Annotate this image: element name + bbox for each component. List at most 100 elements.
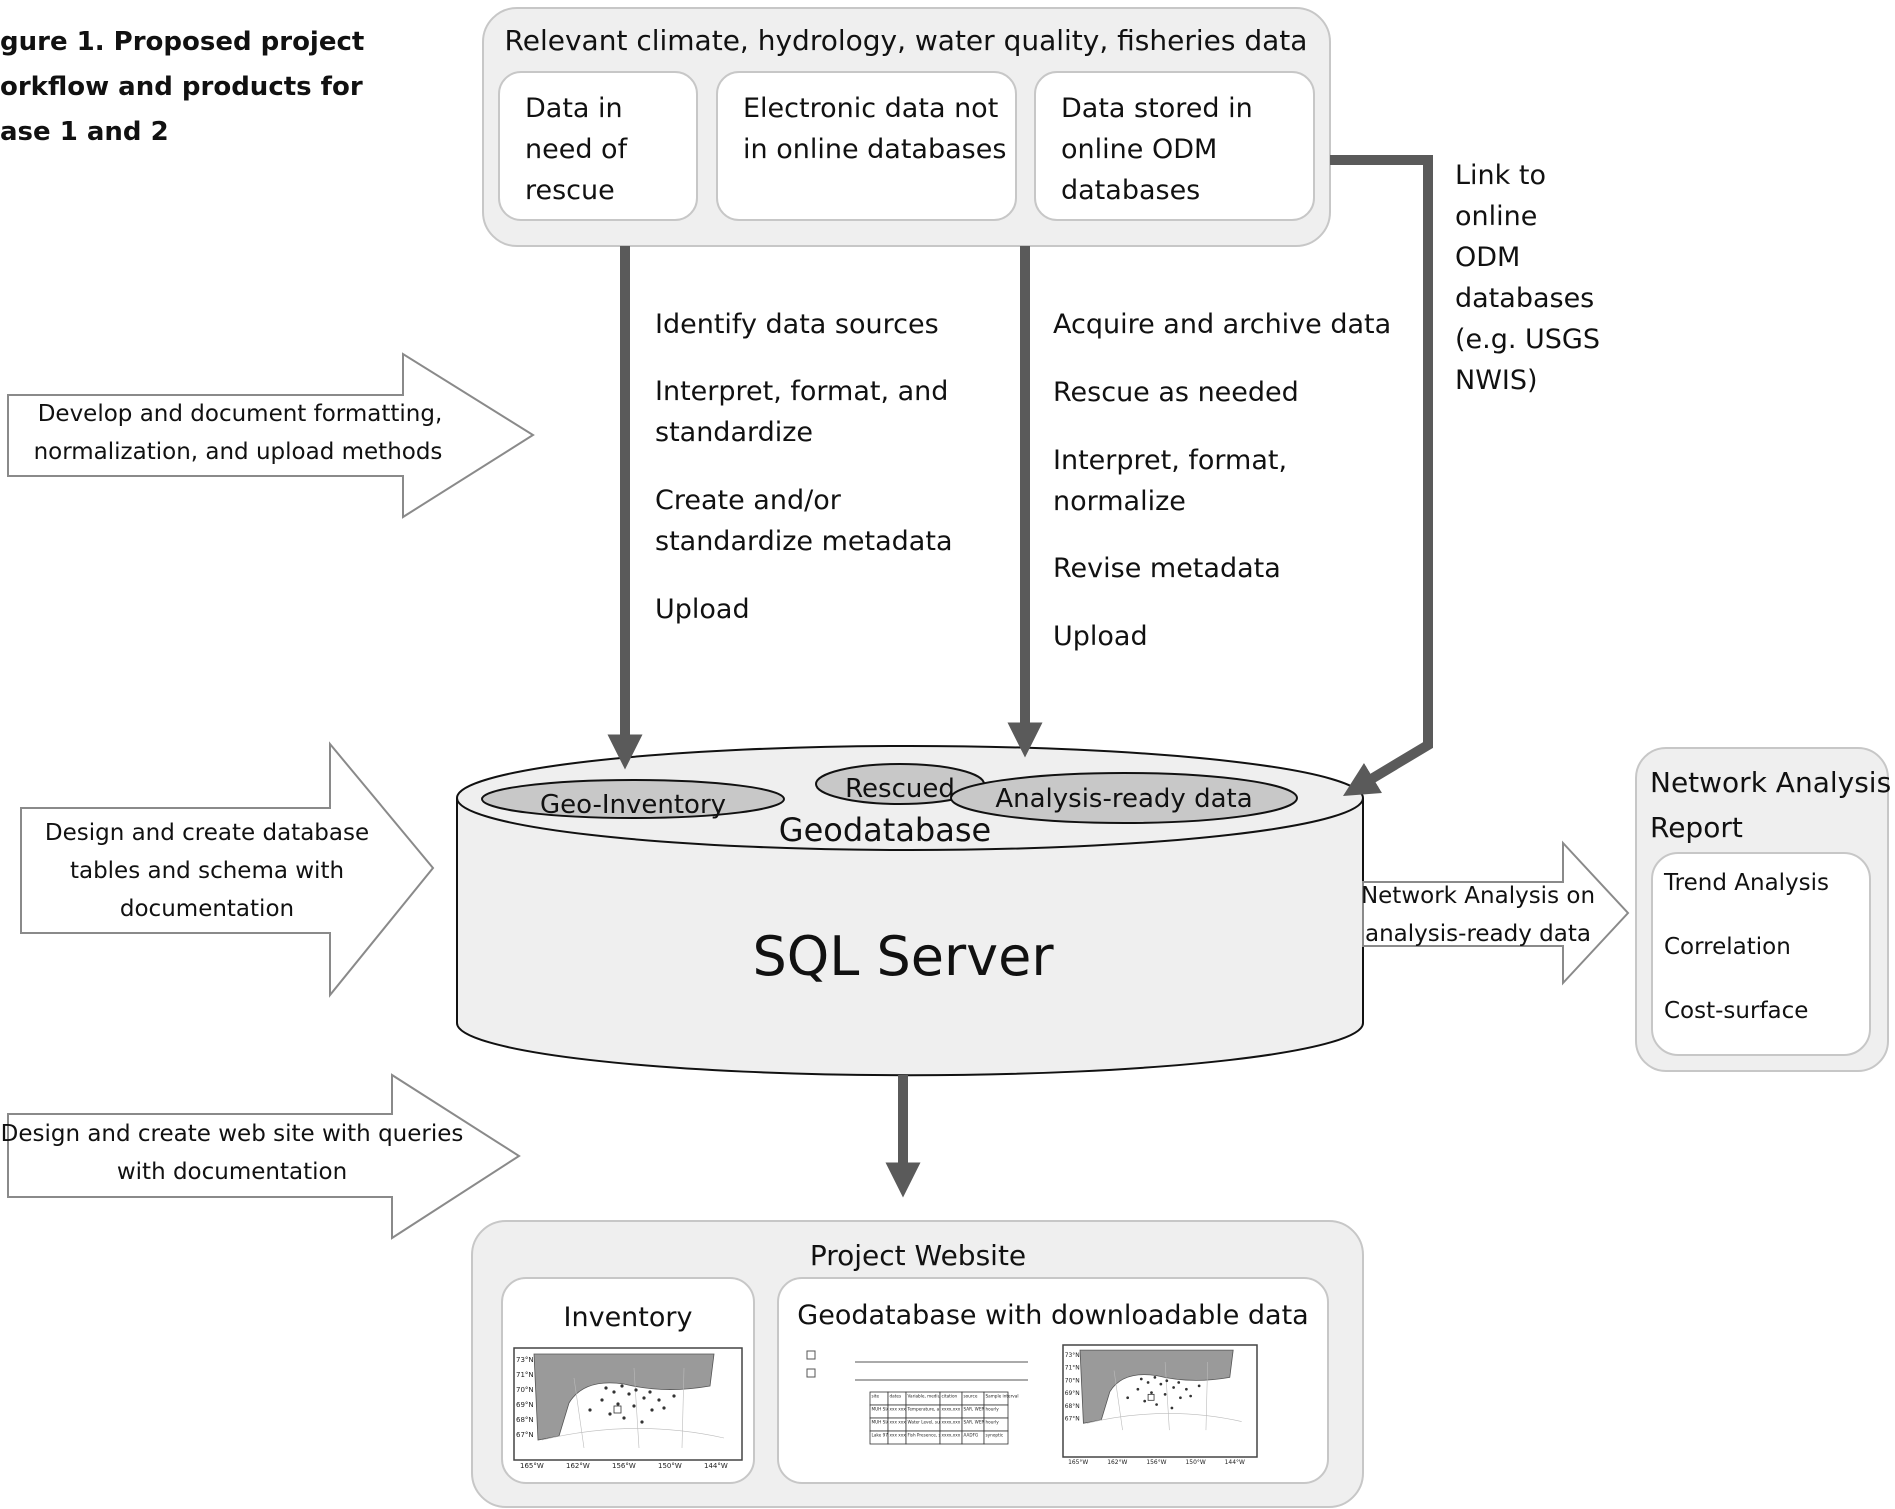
data-sources-title: Relevant climate, hydrology, water quali… xyxy=(505,24,1308,57)
table-preview-cell-text: citation xyxy=(942,1394,958,1399)
network-report-items-box xyxy=(1651,852,1871,1056)
report-item-cost-surface: Cost-surface xyxy=(1664,998,1808,1024)
link-label-line-1: Link to xyxy=(1455,160,1546,191)
link-label-line-4: databases xyxy=(1455,283,1594,314)
inventory-map-site-dot xyxy=(634,1388,638,1392)
inventory-map-site-dot xyxy=(608,1412,612,1416)
inventory-map-lat-label: 73°N xyxy=(516,1356,534,1364)
inventory-map-site-dot xyxy=(657,1398,661,1402)
checkbox-icon xyxy=(806,1368,816,1378)
side-arrow-database-line-1: Design and create database xyxy=(45,820,369,846)
side-arrow-methods: Develop and document formatting, normali… xyxy=(7,352,535,519)
table-preview-cell-text: Sample interval xyxy=(986,1394,1019,1399)
caption-line-2: orkflow and products for xyxy=(0,72,363,102)
step-left-2-line-1: Interpret, format, and xyxy=(655,376,948,407)
link-label-line-3: ODM xyxy=(1455,242,1520,273)
table-preview-cell-text: site xyxy=(872,1394,880,1399)
inventory-map-site-dot xyxy=(632,1404,636,1408)
side-arrow-website-shape xyxy=(7,1073,521,1240)
table-preview-cell-text: hourly xyxy=(986,1420,1000,1425)
inventory-map-site-dot xyxy=(672,1394,676,1398)
form-preview xyxy=(806,1350,1028,1381)
network-report-panel: Network Analysis Report Trend Analysis C… xyxy=(1635,747,1891,1072)
network-arrow-shape xyxy=(1362,840,1630,986)
step-right-5: Upload xyxy=(1053,621,1148,652)
inventory-map-land xyxy=(533,1353,715,1441)
side-arrow-website-line-2: with documentation xyxy=(117,1159,347,1185)
inventory-map-site-dot xyxy=(622,1416,626,1420)
steps-left: Identify data sources Interpret, format,… xyxy=(655,309,953,625)
table-preview-cell-text: MUH SIAB xyxy=(872,1407,893,1412)
download-map-lat-label: 73°N xyxy=(1065,1352,1080,1359)
download-map-site-dot xyxy=(1146,1381,1150,1384)
step-left-1: Identify data sources xyxy=(655,309,939,340)
download-map-site-dot xyxy=(1150,1391,1153,1395)
source-box-rescue xyxy=(498,71,698,221)
side-arrow-website: Design and create web site with queries … xyxy=(1,1073,521,1240)
table-preview-cell-text: Variable, medium xyxy=(908,1394,945,1399)
geodatabase-download-label: Geodatabase with downloadable data xyxy=(797,1300,1308,1331)
network-arrow-line-2: analysis-ready data xyxy=(1365,921,1591,947)
download-map-site-dot xyxy=(1197,1384,1201,1388)
side-arrow-methods-shape xyxy=(7,352,535,519)
inventory-map-site-dot xyxy=(642,1396,646,1400)
network-arrow-line-1: Network Analysis on xyxy=(1361,883,1595,909)
inventory-map-graticule xyxy=(541,1367,725,1449)
table-preview-cell-text: Lake 9715 xyxy=(872,1433,894,1438)
download-map-site-dot xyxy=(1136,1387,1140,1391)
table-preview-cell-text: xxxx,xxx xxxxxx xyxy=(942,1407,977,1412)
table-preview-cell-text: Water Level, surface water xyxy=(908,1420,964,1425)
network-report-title-line-1: Network Analysis xyxy=(1650,766,1891,799)
data-sources-panel: Relevant climate, hydrology, water quali… xyxy=(482,7,1331,247)
download-map-lat-label: 71°N xyxy=(1065,1365,1080,1372)
inventory-map-site-dot xyxy=(612,1390,616,1394)
table-preview-cell-text: xxx xxx xyxy=(890,1407,907,1412)
download-map-lon-label: 165°W xyxy=(1068,1459,1088,1466)
download-map-lon-label: 162°W xyxy=(1107,1459,1127,1466)
inventory-map-lat-label: 71°N xyxy=(516,1371,534,1379)
table-preview-cell-text: hourly xyxy=(986,1407,1000,1412)
source-box-rescue-line-3: rescue xyxy=(525,175,615,206)
inventory-map-lon-label: 162°W xyxy=(566,1462,590,1470)
inventory-map-lat-label: 70°N xyxy=(516,1386,534,1394)
side-arrow-database-shape xyxy=(20,741,435,998)
step-left-2-line-2: standardize xyxy=(655,417,813,448)
inventory-map-station-marker xyxy=(613,1405,622,1414)
link-odm-label: Link to online ODM databases (e.g. USGS … xyxy=(1455,160,1600,396)
report-item-correlation: Correlation xyxy=(1664,934,1791,960)
geodatabase-label: Geodatabase xyxy=(779,811,991,849)
inventory-map-site-dot xyxy=(640,1420,644,1424)
inventory-map-site-dot xyxy=(604,1386,608,1390)
link-label-line-2: online xyxy=(1455,201,1537,232)
download-map-lon-label: 150°W xyxy=(1186,1459,1206,1466)
analysis-ready-label: Analysis-ready data xyxy=(995,784,1252,814)
inventory-label: Inventory xyxy=(564,1302,693,1333)
side-arrow-website-line-1: Design and create web site with queries xyxy=(1,1121,464,1147)
download-map-site-dot xyxy=(1143,1399,1147,1403)
side-arrow-methods-line-1: Develop and document formatting, xyxy=(38,401,443,427)
database-cylinder: Geo-Inventory Rescued Analysis-ready dat… xyxy=(456,745,1364,1077)
source-box-electronic xyxy=(716,71,1017,221)
geo-inventory-ellipse xyxy=(481,779,785,819)
project-website-title: Project Website xyxy=(810,1239,1026,1272)
step-left-3-line-2: standardize metadata xyxy=(655,526,953,557)
cylinder-body xyxy=(456,798,1364,1077)
inventory-map-lat-label: 68°N xyxy=(516,1416,534,1424)
side-arrow-database: Design and create database tables and sc… xyxy=(20,741,435,998)
analysis-ready-ellipse xyxy=(950,772,1298,824)
step-right-2: Rescue as needed xyxy=(1053,377,1299,408)
download-map-site-dot xyxy=(1179,1396,1182,1400)
side-arrow-database-line-3: documentation xyxy=(120,896,294,922)
side-arrow-database-line-2: tables and schema with xyxy=(70,858,344,884)
link-label-line-5: (e.g. USGS xyxy=(1455,324,1600,355)
table-preview-cell-text: dates xyxy=(890,1394,902,1399)
table-preview-cell-text: SAR, WERC xyxy=(964,1407,988,1412)
download-map-site-dot xyxy=(1185,1387,1188,1391)
download-map-lat-label: 70°N xyxy=(1065,1377,1080,1384)
report-item-trend: Trend Analysis xyxy=(1663,870,1829,896)
caption-line-1: gure 1. Proposed project xyxy=(0,27,364,57)
source-box-electronic-line-1: Electronic data not xyxy=(743,93,998,124)
inventory-map-lon-label: 144°W xyxy=(704,1462,728,1470)
link-label-line-6: NWIS) xyxy=(1455,365,1538,396)
